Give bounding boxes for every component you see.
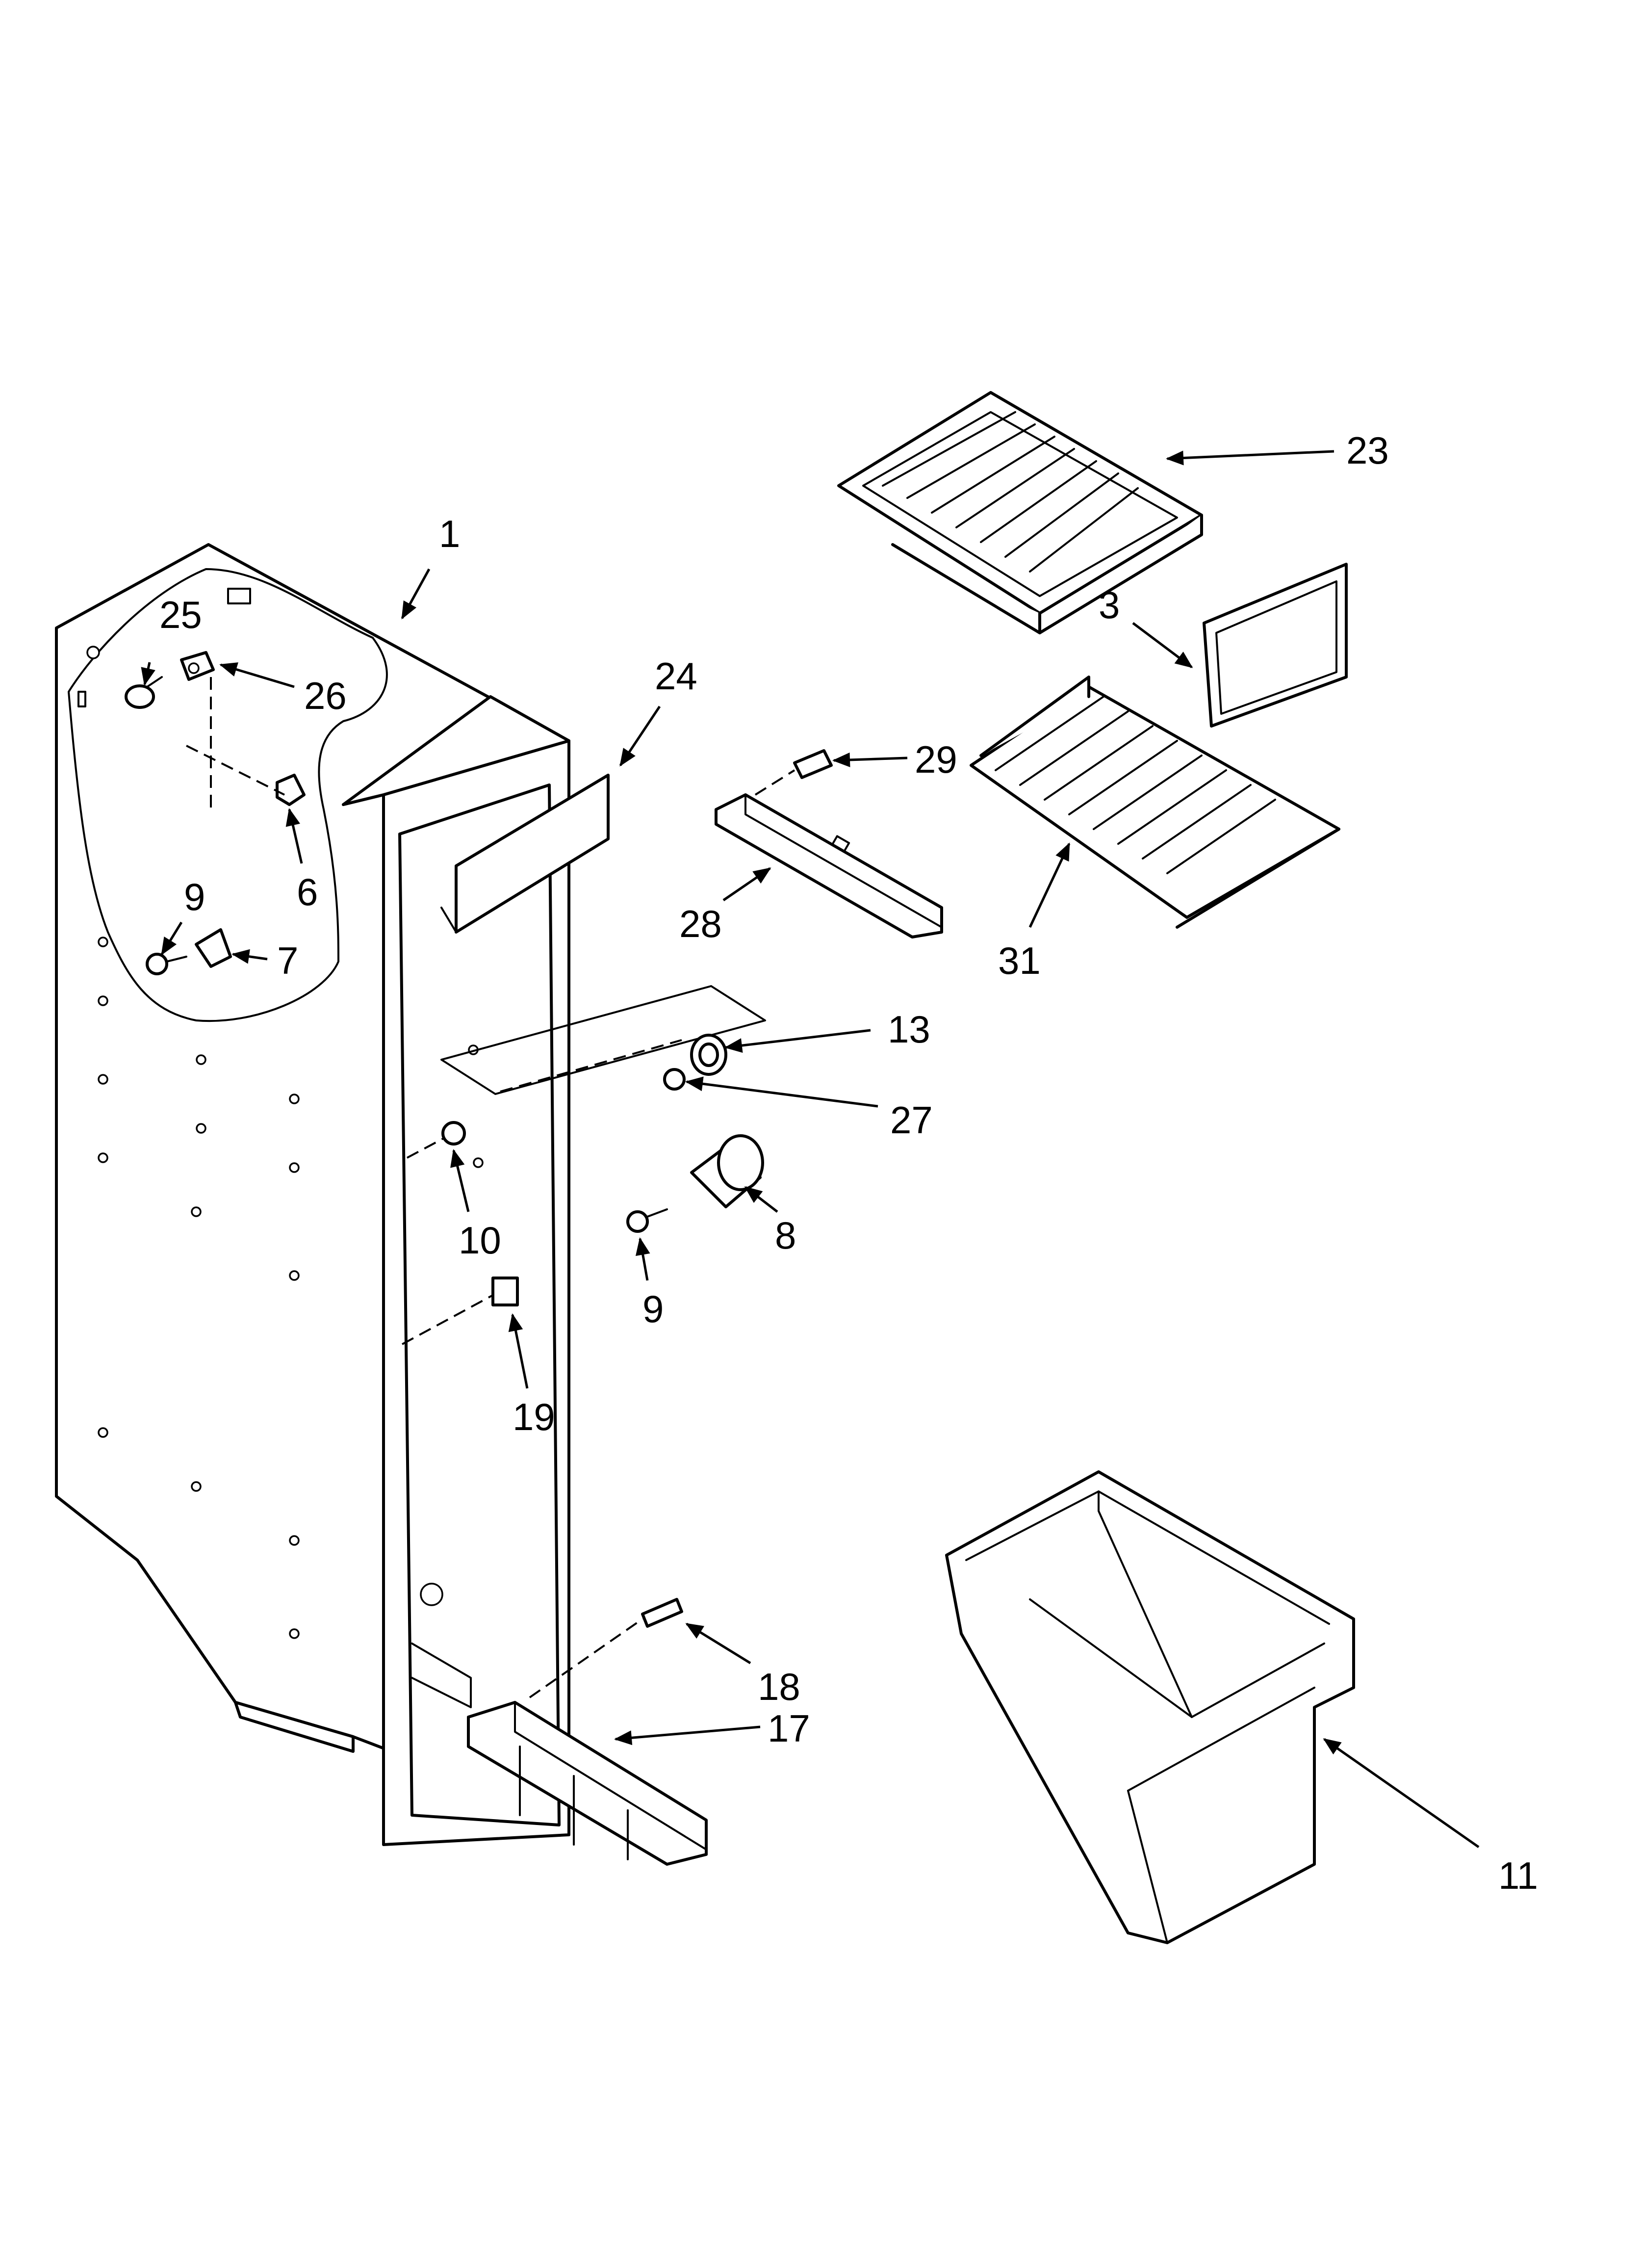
damper-13 xyxy=(690,1034,727,1076)
screw-9-right xyxy=(626,1208,668,1233)
wire-shelf-31 xyxy=(970,676,1340,929)
callout-27: 27 xyxy=(890,1098,933,1142)
shelf-bracket-28 xyxy=(715,793,943,938)
cutaway-dash-lines xyxy=(186,677,285,809)
screw-27 xyxy=(663,1068,686,1091)
light-socket-26 xyxy=(180,651,215,681)
callout-18: 18 xyxy=(758,1665,800,1708)
screw-29 xyxy=(754,749,833,796)
callout-19: 19 xyxy=(513,1395,555,1438)
callout-9b: 9 xyxy=(642,1287,664,1330)
callout-8: 8 xyxy=(775,1214,796,1257)
callout-24: 24 xyxy=(655,654,697,698)
screw-9-left xyxy=(146,953,187,975)
callout-25: 25 xyxy=(159,593,202,636)
shelf-23 xyxy=(837,391,1203,634)
kickplate-17 xyxy=(467,1701,708,1866)
callout-3: 3 xyxy=(1099,583,1120,626)
callout-23: 23 xyxy=(1346,429,1389,472)
callout-7: 7 xyxy=(277,939,298,982)
callout-31: 31 xyxy=(998,939,1041,982)
clip-6 xyxy=(276,774,306,806)
callout-labels: 1 3 6 7 8 9 9 10 11 13 17 18 19 23 24 25… xyxy=(159,429,1538,1897)
callout-6: 6 xyxy=(297,870,318,913)
callout-26: 26 xyxy=(304,674,347,717)
callout-9a: 9 xyxy=(184,875,205,918)
callout-1: 1 xyxy=(439,512,460,555)
shelf-support-8 xyxy=(690,1134,764,1208)
ice-bin-11 xyxy=(945,1470,1355,1944)
air-baffle-24 xyxy=(440,774,610,934)
callout-11: 11 xyxy=(1498,1854,1538,1897)
callout-10: 10 xyxy=(459,1219,501,1262)
callout-13: 13 xyxy=(888,1008,930,1051)
grommet-10 xyxy=(407,1121,466,1159)
callout-29: 29 xyxy=(915,738,957,781)
callout-17: 17 xyxy=(768,1707,810,1750)
switch-19 xyxy=(402,1277,519,1345)
bracket-7 xyxy=(195,928,232,968)
freezer-liner xyxy=(55,543,570,1846)
screw-18 xyxy=(529,1598,683,1698)
label-sheet xyxy=(440,985,766,1095)
leader-lines xyxy=(141,450,1480,1849)
callout-28: 28 xyxy=(679,902,722,945)
shelf-trim-3 xyxy=(1203,563,1348,728)
